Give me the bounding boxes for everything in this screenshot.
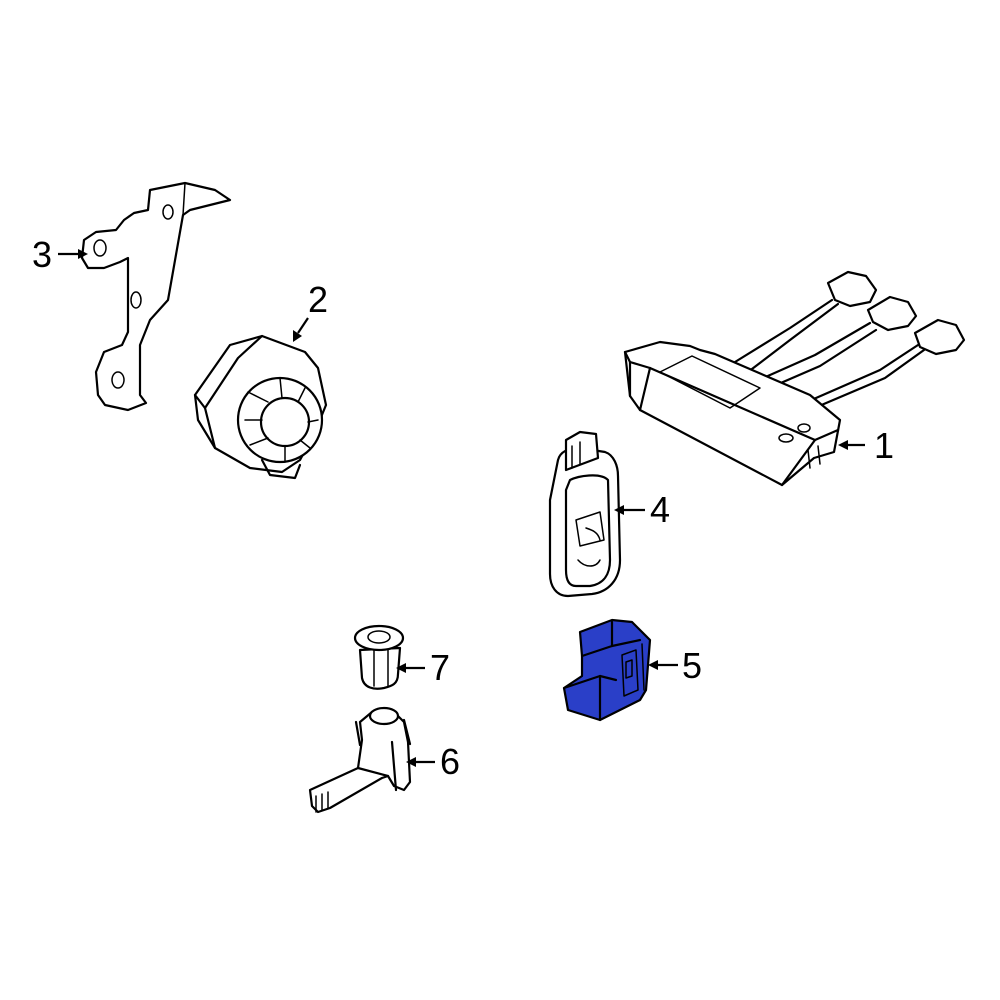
callout-6-label: 6 [440,741,460,782]
callout-6: 6 [406,741,460,782]
callout-1: 1 [838,425,894,466]
callout-4: 4 [614,489,670,530]
part-2-alarm-horn[interactable] [193,334,328,480]
callout-4-label: 4 [650,489,670,530]
callout-3: 3 [32,234,88,275]
callout-5-label: 5 [682,645,702,686]
callout-7-label: 7 [430,647,450,688]
callout-3-label: 3 [32,234,52,275]
callout-2: 2 [293,279,328,342]
part-6-lock-sensor[interactable] [308,706,412,814]
callout-5: 5 [648,645,702,686]
part-5-sensor-highlighted[interactable] [562,618,652,722]
part-3-bracket[interactable] [80,181,232,412]
callout-1-label: 1 [874,425,894,466]
part-4-key-fob[interactable] [548,430,622,598]
callout-2-label: 2 [308,279,328,320]
callout-7: 7 [396,647,450,688]
part-1-control-module[interactable] [623,270,966,487]
part-7-grommet[interactable] [353,624,405,690]
